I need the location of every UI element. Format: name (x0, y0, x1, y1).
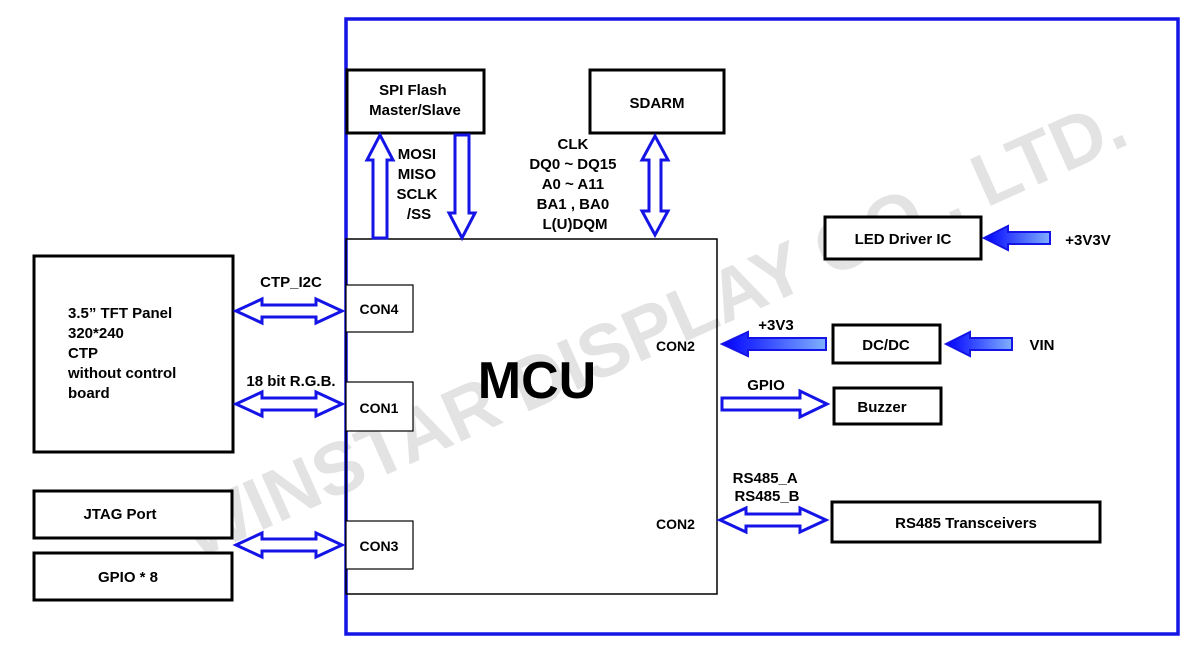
con3-block (345, 520, 414, 570)
tft-panel-line-2: 320*240 (68, 325, 124, 342)
v3v3-power-arrow (719, 330, 827, 358)
con3-label: CON3 (360, 538, 399, 554)
dcdc-block (831, 323, 942, 365)
jtag-label: JTAG Port (83, 506, 156, 523)
gpio8-block (32, 551, 234, 602)
spi-signal-ss: /SS (407, 206, 431, 223)
v3v3v-power-arrow (981, 224, 1051, 252)
rs485-signal-b: RS485_B (734, 488, 799, 505)
sdram-signal-ba: BA1 , BA0 (537, 196, 610, 213)
v3v3v-label: +3V3V (1065, 232, 1110, 249)
spi-signal-miso: MISO (398, 166, 437, 183)
gpio-buzzer-arrow (720, 388, 831, 420)
sdram-bus-arrow (639, 132, 671, 239)
v3v3-label: +3V3 (758, 317, 793, 334)
gpio-signal-label: GPIO (747, 377, 785, 394)
spi-signal-mosi: MOSI (398, 146, 436, 163)
spi-flash-label: SPI Flash Master/Slave (369, 82, 461, 119)
ctp-bus-arrow (232, 296, 346, 326)
sdram-signals: CLK DQ0 ~ DQ15 A0 ~ A11 BA1 , BA0 L(U)DQ… (529, 136, 620, 233)
sdram-signal-clk: CLK (558, 136, 589, 153)
spi-flash-label-line-2: Master/Slave (369, 102, 461, 119)
spi-flash-block (345, 68, 486, 135)
con1-label: CON1 (360, 400, 399, 416)
con4-label: CON4 (360, 301, 399, 317)
con2-power-label: CON2 (656, 338, 695, 354)
rs485-signal-a: RS485_A (733, 470, 798, 487)
rs485-label: RS485 Transceivers (895, 515, 1037, 532)
sdram-signal-dq: DQ0 ~ DQ15 (529, 156, 616, 173)
led-driver-block (823, 215, 983, 261)
gpio8-label: GPIO * 8 (98, 569, 158, 586)
rs485-block (830, 500, 1102, 544)
sdram-label: SDARM (630, 95, 685, 112)
ctp-signal-label: CTP_I2C (260, 274, 322, 291)
tft-panel-block (32, 254, 235, 454)
led-driver-label: LED Driver IC (855, 231, 952, 248)
sdram-signal-dqm: L(U)DQM (543, 216, 608, 233)
vin-power-arrow (943, 330, 1013, 358)
spi-signal-sclk: SCLK (396, 186, 437, 203)
tft-panel-line-1: 3.5” TFT Panel (68, 305, 172, 322)
con4-block (345, 284, 414, 333)
rgb-bus-arrow (232, 389, 346, 419)
con2-rs485-label: CON2 (656, 516, 695, 532)
vin-label: VIN (1029, 337, 1054, 354)
sdram-block (588, 68, 726, 135)
rgb-signal-label: 18 bit R.G.B. (246, 373, 335, 390)
spi-down-arrow (446, 133, 478, 242)
tft-panel-line-5: board (68, 385, 110, 402)
spi-signals: MOSI MISO SCLK /SS (396, 146, 441, 223)
rs485-bus-arrow (716, 505, 830, 535)
tft-panel-line-4: without control (67, 365, 176, 382)
jtag-block (32, 489, 234, 540)
dcdc-label: DC/DC (862, 337, 910, 354)
sdram-signal-addr: A0 ~ A11 (542, 176, 604, 193)
tft-panel-line-3: CTP (68, 345, 98, 362)
con1-block (345, 381, 414, 432)
tft-panel-label: 3.5” TFT Panel 320*240 CTP without contr… (67, 305, 180, 402)
buzzer-label: Buzzer (857, 399, 906, 416)
rs485-signals: RS485_A RS485_B (733, 470, 802, 505)
mcu-label: MCU (478, 352, 596, 410)
spi-up-arrow (364, 131, 396, 240)
spi-flash-label-line-1: SPI Flash (379, 82, 447, 99)
jtag-bus-arrow (232, 530, 346, 560)
buzzer-block (832, 386, 943, 426)
